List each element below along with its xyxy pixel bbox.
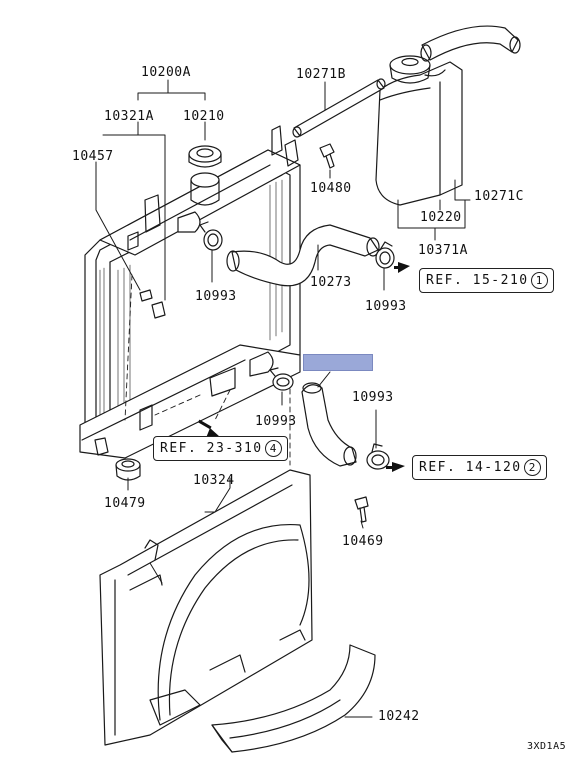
reservoir-tank-drawing [375, 55, 463, 206]
reference-arrows [197, 262, 410, 472]
reference-text: REF. 23-310 [160, 441, 263, 456]
label-10469: 10469 [342, 534, 384, 549]
label-10457: 10457 [72, 149, 114, 164]
label-10242: 10242 [378, 709, 420, 724]
label-10273: 10273 [310, 275, 352, 290]
leader-lines [95, 79, 471, 718]
label-10993-lower-left: 10993 [255, 414, 297, 429]
reference-text: REF. 14-120 [419, 460, 522, 475]
label-10993-left: 10993 [195, 289, 237, 304]
reference-circle-number: 1 [530, 272, 548, 289]
bolt-10480-drawing [319, 143, 335, 169]
reference-circle-number: 4 [264, 440, 282, 457]
label-10200a: 10200A [141, 65, 191, 80]
hose-clamp-drawings [199, 221, 395, 470]
label-10993-right: 10993 [365, 299, 407, 314]
lower-shroud-drawing [211, 644, 376, 753]
hose-10271b-drawing [292, 78, 386, 138]
radiator-core-drawing [79, 125, 301, 466]
label-10480: 10480 [310, 181, 352, 196]
upper-hose-drawing [226, 224, 380, 287]
drawing-code: 3XD1A5 [527, 741, 567, 752]
reference-text: REF. 15-210 [426, 273, 529, 288]
highlighted-part-marker[interactable] [303, 354, 373, 371]
label-10371a: 10371A [418, 243, 468, 258]
label-10210: 10210 [183, 109, 225, 124]
bolt-10469-drawing [354, 496, 369, 523]
label-10993-lower-right: 10993 [352, 390, 394, 405]
radiator-cap-drawing [188, 145, 222, 168]
overflow-hose-drawing [420, 25, 521, 62]
grommet-drawing [115, 458, 141, 481]
reference-circle-number: 2 [523, 459, 541, 476]
label-10271c: 10271C [474, 189, 524, 204]
clip-10457-drawing [139, 289, 166, 319]
fan-shroud-drawing [99, 469, 313, 746]
lower-hose-drawing [301, 382, 357, 467]
label-10271b: 10271B [296, 67, 346, 82]
label-10321a: 10321A [104, 109, 154, 124]
label-10479: 10479 [104, 496, 146, 511]
label-10324: 10324 [193, 473, 235, 488]
label-10220: 10220 [420, 210, 462, 225]
